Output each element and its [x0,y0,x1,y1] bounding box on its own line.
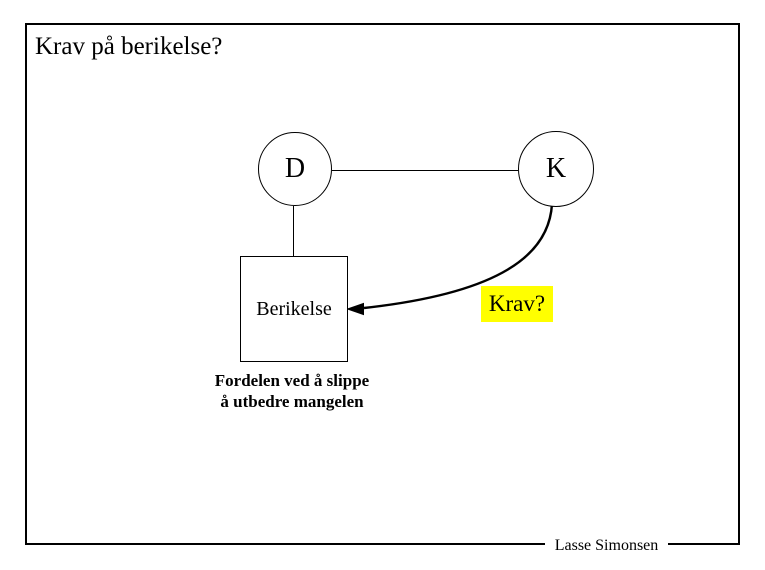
node-d-label: D [284,153,306,184]
caption: Fordelen ved å slippe å utbedre mangelen [181,370,403,412]
node-k: K [518,131,594,207]
krav-label: Krav? [488,291,546,316]
krav-highlight: Krav? [481,286,553,322]
footer-author-label: Lasse Simonsen [545,536,668,555]
node-d: D [258,132,332,206]
slide-title: Krav på berikelse? [35,33,223,60]
caption-line-2: å utbedre mangelen [220,392,364,411]
node-k-label: K [545,153,567,184]
berikelse-label: Berikelse [256,297,332,320]
caption-line-1: Fordelen ved å slippe [214,371,370,390]
berikelse-box: Berikelse [240,256,348,362]
slide-frame [25,23,740,545]
